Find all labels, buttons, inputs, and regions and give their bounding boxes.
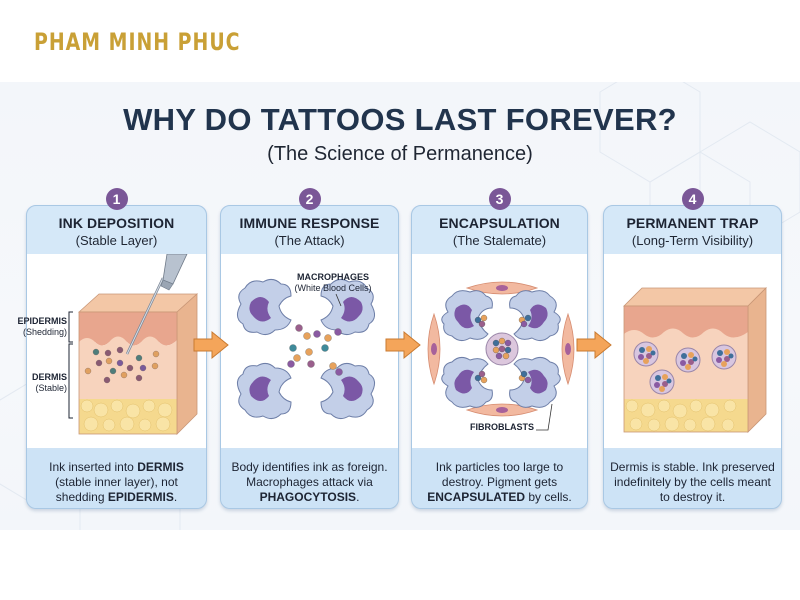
step-number-badge: 4 xyxy=(681,188,704,210)
step-number-badge: 2 xyxy=(298,188,321,210)
step-description: Ink particles too large to destroy. Pigm… xyxy=(412,450,587,508)
step-title: ENCAPSULATION xyxy=(439,215,560,231)
step-description: Body identifies ink as foreign. Macropha… xyxy=(221,450,398,508)
step-description: Dermis is stable. Ink preserved indefini… xyxy=(604,450,781,508)
arrow-right-icon xyxy=(193,330,229,360)
skin-with-trapped-ink-illustration xyxy=(604,254,781,448)
step-number-badge: 3 xyxy=(488,188,511,210)
page-title: WHY DO TATTOOS LAST FOREVER? xyxy=(123,102,677,137)
step-immune-response: IMMUNE RESPONSE (The Attack) 2 xyxy=(220,188,399,509)
step-header: PERMANENT TRAP (Long-Term Visibility) xyxy=(604,206,781,254)
step-title: INK DEPOSITION xyxy=(58,215,175,231)
step-title: IMMUNE RESPONSE xyxy=(239,215,380,231)
step-header: ENCAPSULATION (The Stalemate) xyxy=(412,206,587,254)
arrow-right-icon xyxy=(385,330,421,360)
step-number-badge: 1 xyxy=(105,188,128,210)
skin-cross-section-illustration: EPIDERMIS (Shedding) DERMIS (Stable) xyxy=(17,254,206,448)
step-subtitle: (The Stalemate) xyxy=(452,233,547,248)
encapsulation-illustration: FIBROBLASTS xyxy=(412,254,587,448)
step-header: INK DEPOSITION (Stable Layer) xyxy=(27,206,206,254)
step-encapsulation: ENCAPSULATION (The Stalemate) 3 xyxy=(411,188,588,509)
step-header: IMMUNE RESPONSE (The Attack) xyxy=(221,206,398,254)
step-subtitle: (Long-Term Visibility) xyxy=(631,233,754,248)
page-subtitle: (The Science of Permanence) xyxy=(267,143,533,165)
step-permanent-trap: PERMANENT TRAP (Long-Term Visibility) 4 xyxy=(603,188,782,509)
step-description: Ink inserted into DERMIS (stable inner l… xyxy=(27,450,206,508)
brand-logo: PHAM MINH PHUC xyxy=(34,28,241,56)
macrophages-label: MACROPHAGES (White Blood Cells) xyxy=(294,272,372,293)
step-subtitle: (The Attack) xyxy=(274,233,345,248)
epidermis-label: EPIDERMIS (Shedding) xyxy=(17,316,67,337)
macrophages-illustration: MACROPHAGES (White Blood Cells) xyxy=(221,254,398,448)
step-ink-deposition: INK DEPOSITION (Stable Layer) 1 xyxy=(17,188,207,509)
fibroblasts-label: FIBROBLASTS xyxy=(470,422,534,432)
arrow-right-icon xyxy=(576,330,612,360)
dermis-label: DERMIS (Stable) xyxy=(31,372,67,393)
step-subtitle: (Stable Layer) xyxy=(75,233,158,248)
step-title: PERMANENT TRAP xyxy=(626,215,759,231)
